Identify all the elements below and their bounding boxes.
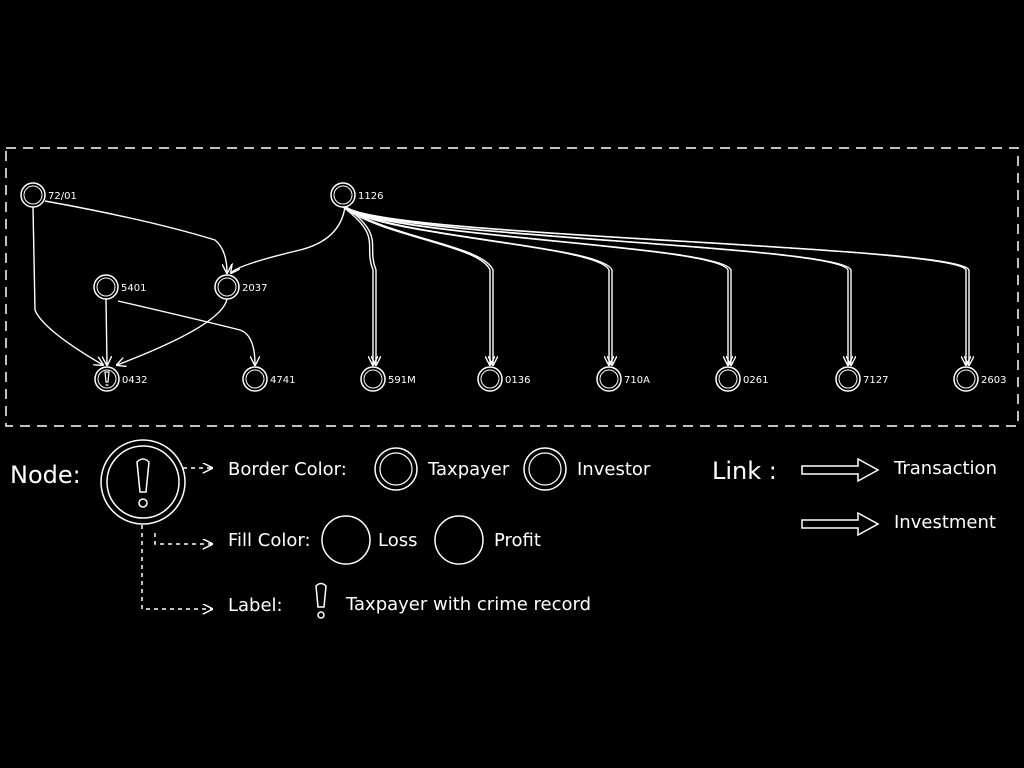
link-transaction-n1-n4 (44, 200, 227, 273)
node-id-label: 0432 (122, 375, 147, 386)
legend-label-label: Label: (228, 595, 283, 616)
legend-node-heading: Node: (10, 461, 81, 489)
node-circle (214, 274, 240, 300)
node-circle (94, 366, 120, 392)
links-layer (32, 200, 969, 365)
legend-taxpayer-swatch (374, 447, 418, 491)
link-transaction-n4-n5 (117, 298, 228, 365)
legend-investor-swatch (523, 447, 567, 491)
node-id-label: 2603 (981, 375, 1006, 386)
node-circle (715, 366, 741, 392)
legend-border-color-label: Border Color: (228, 459, 347, 480)
link-investment-n2-n12-double (345, 206, 969, 365)
link-investment-n2-n7 (342, 206, 373, 365)
legend-example-node-inner (106, 445, 180, 519)
node-id-label: 710A (624, 375, 650, 386)
crime-exclamation-icon (104, 371, 110, 386)
legend-profit-label: Profit (494, 530, 541, 551)
graph-node-n11[interactable]: 7127 (835, 366, 888, 392)
node-circle (93, 274, 119, 300)
legend-profit-swatch (434, 515, 484, 565)
node-id-label: 7127 (863, 375, 888, 386)
graph-node-n4[interactable]: 2037 (214, 274, 267, 300)
node-circle (596, 366, 622, 392)
node-circle-inner (23, 185, 43, 205)
node-id-label: 2037 (242, 283, 267, 294)
link-transaction-n3-n6 (117, 300, 255, 365)
nodes-layer: 72/01 1126 5401 2037 0432 4741 591M 0136 710A 026… (20, 182, 1006, 392)
legend-example-node (100, 439, 186, 525)
node-circle-inner (718, 369, 738, 389)
link-investment-n2-n12 (342, 206, 966, 365)
node-circle-inner (838, 369, 858, 389)
node-circle (835, 366, 861, 392)
link-investment-n2-n8 (342, 206, 490, 365)
link-investment-n2-n8-double (345, 206, 493, 365)
node-circle (477, 366, 503, 392)
legend-investment-label: Investment (894, 512, 996, 533)
legend-loss-label: Loss (378, 530, 417, 551)
node-circle-inner (599, 369, 619, 389)
graph-node-n7[interactable]: 591M (360, 366, 416, 392)
crime-record-exclamation-icon (315, 582, 327, 619)
node-circle-inner (217, 277, 237, 297)
legend-example-exclamation-icon (136, 458, 150, 508)
node-circle (330, 182, 356, 208)
node-id-label: 5401 (121, 283, 146, 294)
link-investment-n2-n10-double (345, 206, 731, 365)
link-investment-n2-n9 (342, 206, 609, 365)
legend-transaction-label: Transaction (893, 458, 997, 479)
node-circle-inner (333, 185, 353, 205)
legend-loss-swatch (321, 515, 371, 565)
node-circle (953, 366, 979, 392)
link-investment-n2-n7-double (345, 206, 376, 365)
node-id-label: 72/01 (48, 191, 77, 202)
node-id-label: 591M (388, 375, 416, 386)
transaction-arrow-icon (801, 457, 880, 483)
node-circle-inner (97, 369, 117, 389)
legend-fill-color-label: Fill Color: (228, 530, 311, 551)
legend-taxpayer-swatch-inner (379, 452, 413, 486)
legend-link-heading: Link : (712, 457, 777, 485)
node-id-label: 0136 (505, 375, 530, 386)
node-circle-inner (245, 369, 265, 389)
graph-node-n9[interactable]: 710A (596, 366, 650, 392)
pointer-label (141, 525, 212, 609)
graph-node-n2[interactable]: 1126 (330, 182, 383, 208)
pointer-fill (154, 533, 212, 544)
node-circle-inner (956, 369, 976, 389)
node-circle-inner (363, 369, 383, 389)
link-transaction-n1-n5 (32, 206, 103, 365)
link-investment-n2-n11 (342, 206, 848, 365)
legend-taxpayer-label: Taxpayer (427, 459, 510, 480)
node-circle-inner (480, 369, 500, 389)
link-transaction-n2-n4 (231, 206, 346, 273)
node-circle (242, 366, 268, 392)
node-id-label: 1126 (358, 191, 383, 202)
legend: Node: Border Color: Taxpayer Investor Fi… (10, 439, 997, 619)
link-transaction-n3-n5 (106, 298, 107, 365)
graph-node-n1[interactable]: 72/01 (20, 182, 77, 208)
graph-node-n6[interactable]: 4741 (242, 366, 295, 392)
node-id-label: 0261 (743, 375, 768, 386)
legend-investor-label: Investor (577, 459, 651, 480)
investment-arrow-icon (801, 511, 880, 537)
graph-node-n10[interactable]: 0261 (715, 366, 768, 392)
graph-node-n3[interactable]: 5401 (93, 274, 146, 300)
legend-crime-record-label: Taxpayer with crime record (345, 594, 591, 615)
node-circle-inner (96, 277, 116, 297)
node-circle (20, 182, 46, 208)
graph-frame (5, 147, 1019, 427)
node-id-label: 4741 (270, 375, 295, 386)
legend-investor-swatch-inner (528, 452, 562, 486)
graph-node-n5[interactable]: 0432 (94, 366, 147, 392)
graph-node-n12[interactable]: 2603 (953, 366, 1006, 392)
graph-node-n8[interactable]: 0136 (477, 366, 530, 392)
node-circle (360, 366, 386, 392)
